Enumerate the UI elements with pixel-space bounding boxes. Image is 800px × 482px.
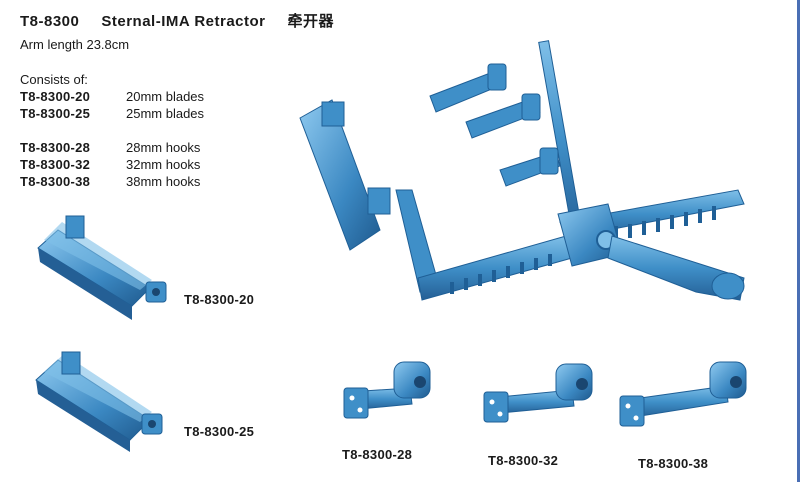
product-code: T8-8300	[20, 13, 80, 30]
hook-32mm-image	[483, 363, 593, 423]
spec-row: T8-8300-32 32mm hooks	[20, 157, 200, 172]
spec-row: T8-8300-25 25mm blades	[20, 106, 204, 121]
spec-desc: 25mm blades	[126, 106, 205, 121]
spec-code: T8-8300-25	[20, 106, 91, 121]
hook-32mm-label: T8-8300-32	[488, 453, 559, 468]
spec-desc: 32mm hooks	[126, 157, 201, 172]
blade-25mm-label: T8-8300-25	[184, 424, 255, 439]
spec-code: T8-8300-28	[20, 140, 91, 155]
spec-desc: 20mm blades	[126, 89, 205, 104]
blade-20mm-label: T8-8300-20	[184, 292, 255, 307]
spec-row: T8-8300-28 28mm hooks	[20, 140, 200, 155]
spec-code: T8-8300-32	[20, 157, 91, 172]
spec-row: T8-8300-38 38mm hooks	[20, 174, 200, 189]
blade-25mm-image	[35, 351, 163, 452]
spec-desc: 38mm hooks	[126, 174, 201, 189]
product-title: T8-8300 Sternal-IMA Retractor 牵开器	[20, 10, 334, 31]
hook-28mm-image	[343, 361, 431, 419]
product-chinese-name: 牵开器	[287, 13, 335, 30]
spec-desc: 28mm hooks	[126, 140, 201, 155]
hook-38mm-label: T8-8300-38	[638, 456, 709, 471]
consists-heading: Consists of:	[20, 72, 88, 87]
arm-length: Arm length 23.8cm	[20, 37, 130, 52]
retractor-main-image	[299, 40, 745, 301]
spec-code: T8-8300-38	[20, 174, 91, 189]
spec-code: T8-8300-20	[20, 89, 91, 104]
page-edge-stripe	[797, 0, 800, 482]
hook-38mm-image	[619, 361, 747, 427]
blade-20mm-image	[37, 215, 167, 320]
product-name: Sternal-IMA Retractor	[101, 13, 266, 30]
hook-28mm-label: T8-8300-28	[342, 447, 413, 462]
spec-row: T8-8300-20 20mm blades	[20, 89, 204, 104]
